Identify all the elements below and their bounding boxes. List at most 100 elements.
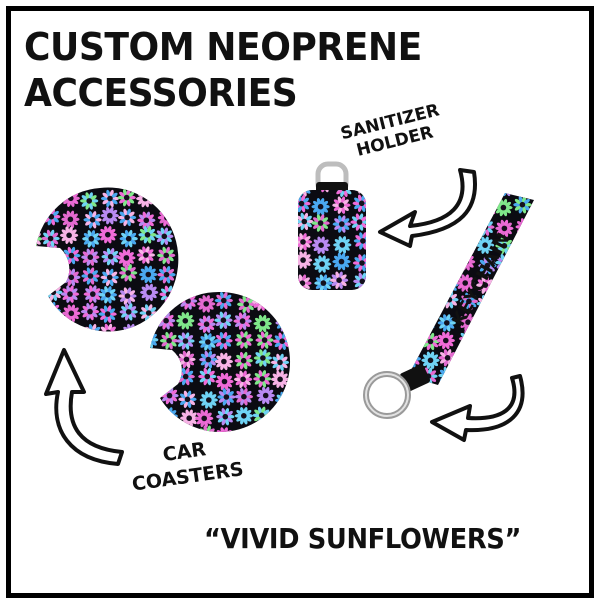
sunflower-motif (214, 332, 233, 350)
sunflower-motif (253, 370, 272, 388)
sunflower-motif (176, 367, 195, 386)
sunflower-motif (253, 349, 272, 367)
sunflower-motif (150, 372, 158, 390)
sunflower-motif (422, 193, 438, 198)
sunflower-motif (350, 213, 366, 231)
sunflower-motif (80, 192, 99, 210)
sunflower-motif (62, 304, 81, 322)
sunflower-motif (520, 193, 528, 196)
sunflower-motif (61, 210, 80, 229)
title-line-1: CUSTOM NEOPRENE (24, 25, 422, 69)
page-title: CUSTOM NEOPRENE ACCESSORIES (24, 24, 422, 116)
sunflower-motif (83, 211, 102, 229)
sunflower-motif (183, 291, 191, 295)
sunflower-motif (83, 285, 102, 303)
sunflower-motif (150, 388, 161, 406)
sunflower-motif (217, 388, 236, 406)
sunflower-motif (48, 187, 56, 189)
sunflower-motif (157, 266, 176, 284)
sunflower-motif (334, 190, 353, 198)
sunflower-motif (332, 215, 351, 233)
sunflower-motif (314, 274, 333, 290)
sunflower-motif (333, 236, 352, 254)
sunflower-motif (137, 211, 156, 229)
sunflower-motif (138, 226, 157, 244)
sunflower-motif (330, 271, 349, 289)
pattern-name-tagline: “VIVID SUNFLOWERS” (204, 522, 522, 555)
sunflower-motif (420, 200, 439, 218)
sunflower-motif (119, 264, 138, 282)
sunflower-motif (275, 428, 291, 432)
sunflower-motif (474, 313, 493, 331)
sunflower-motif (160, 331, 179, 350)
sunflower-motif (419, 275, 438, 294)
sunflower-motif (214, 291, 233, 310)
sunflower-motif (492, 274, 512, 293)
sunflower-motif (60, 285, 80, 303)
sunflower-motif (117, 188, 136, 207)
sunflower-motif (417, 254, 436, 272)
sunflower-motif (436, 331, 455, 350)
sunflower-motif (271, 370, 290, 388)
sunflower-motif (477, 348, 496, 366)
sunflower-motif (234, 388, 253, 406)
title-line-2: ACCESSORIES (24, 71, 298, 115)
sunflower-motif (199, 274, 217, 292)
sunflower-motif (214, 274, 232, 292)
sunflower-motif (441, 193, 457, 197)
sunflower-motif (150, 352, 159, 370)
sunflower-motif (61, 322, 80, 332)
sunflower-motif (98, 226, 117, 244)
sunflower-motif (494, 332, 513, 351)
sunflower-motif (41, 324, 60, 332)
sunflower-motif (234, 351, 253, 370)
sunflower-motif (36, 322, 45, 332)
sunflower-motif (332, 252, 351, 271)
sunflower-motif (516, 329, 534, 347)
sunflower-motif (44, 266, 63, 284)
sunflower-motif (274, 293, 291, 312)
sunflower-motif (408, 291, 417, 310)
sunflower-motif (80, 302, 100, 321)
sunflower-motif (493, 312, 512, 331)
sunflower-motif (233, 312, 252, 330)
sunflower-motif (119, 229, 138, 248)
sunflower-motif (81, 267, 100, 285)
sunflower-motif (162, 187, 170, 189)
sunflower-motif (36, 195, 42, 208)
sunflower-motif (99, 323, 118, 332)
sunflower-motif (139, 265, 158, 284)
sunflower-motif (197, 315, 216, 333)
sunflower-motif (516, 255, 534, 274)
sunflower-motif (160, 386, 179, 405)
sunflower-motif (234, 407, 253, 425)
sunflower-motif (118, 287, 137, 305)
sunflower-motif (516, 348, 534, 367)
sunflower-motif (36, 303, 43, 321)
sunflower-motif (439, 255, 458, 273)
sunflower-motif (36, 211, 43, 229)
sunflower-motif (408, 193, 412, 196)
sunflower-motif (198, 367, 217, 386)
sunflower-motif (101, 248, 120, 266)
sunflower-motif (150, 409, 158, 427)
sunflower-motif (176, 332, 195, 350)
sunflower-motif (437, 314, 456, 332)
sunflower-motif (493, 349, 512, 368)
sunflower-motif (515, 238, 534, 256)
sunflower-motif (117, 249, 136, 267)
sunflower-motif (216, 408, 235, 426)
sunflower-motif (437, 235, 456, 253)
sunflower-motif (100, 206, 119, 225)
sunflower-motif (332, 196, 351, 214)
sunflower-motif (176, 312, 195, 330)
sunflower-motif (408, 255, 421, 274)
sunflower-motif (479, 193, 495, 197)
sunflower-motif (100, 268, 119, 287)
sunflower-motif (214, 311, 233, 329)
sunflower-motif (458, 349, 477, 367)
sunflower-motif (43, 189, 62, 207)
sunflower-motif (352, 254, 366, 272)
sunflower-motif (160, 369, 179, 388)
